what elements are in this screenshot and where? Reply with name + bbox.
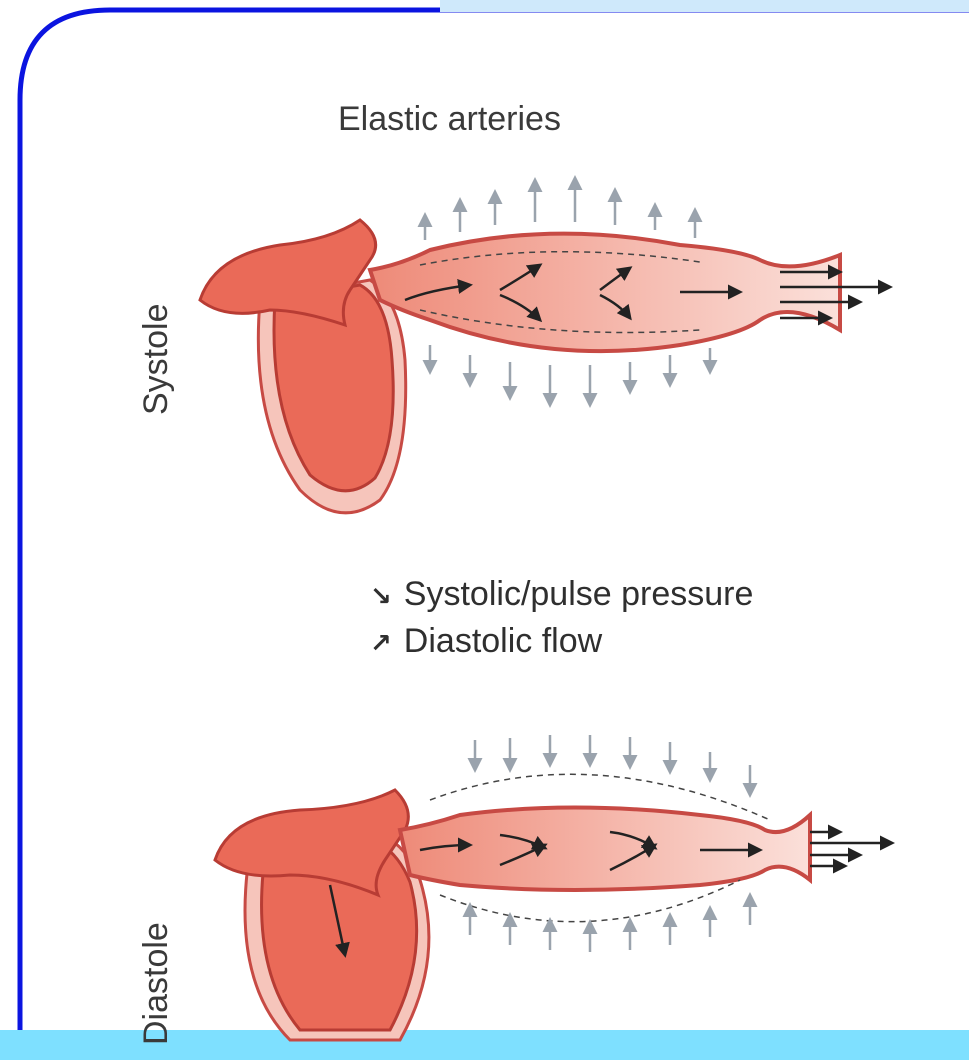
- diastole-label: Diastole: [137, 922, 176, 1045]
- diastole-heart: [215, 790, 429, 1040]
- legend-label: Diastolic flow: [404, 622, 602, 660]
- arrow-up-right-icon: ↗: [370, 629, 392, 659]
- systole-vessel: [370, 234, 840, 352]
- legend-label: Systolic/pulse pressure: [404, 575, 754, 613]
- legend-item-diastolic-flow: ↗ Diastolic flow: [370, 622, 602, 661]
- legend-item-systolic-pressure: ↘ Systolic/pulse pressure: [370, 575, 753, 614]
- systole-label: Systole: [137, 304, 176, 416]
- frame-top-accent: [440, 0, 969, 12]
- arrow-down-right-icon: ↘: [370, 582, 392, 612]
- systole-heart: [200, 220, 406, 513]
- diastole-vessel: [400, 774, 810, 921]
- diagram-title: Elastic arteries: [338, 100, 561, 139]
- slide-frame: [20, 10, 969, 1060]
